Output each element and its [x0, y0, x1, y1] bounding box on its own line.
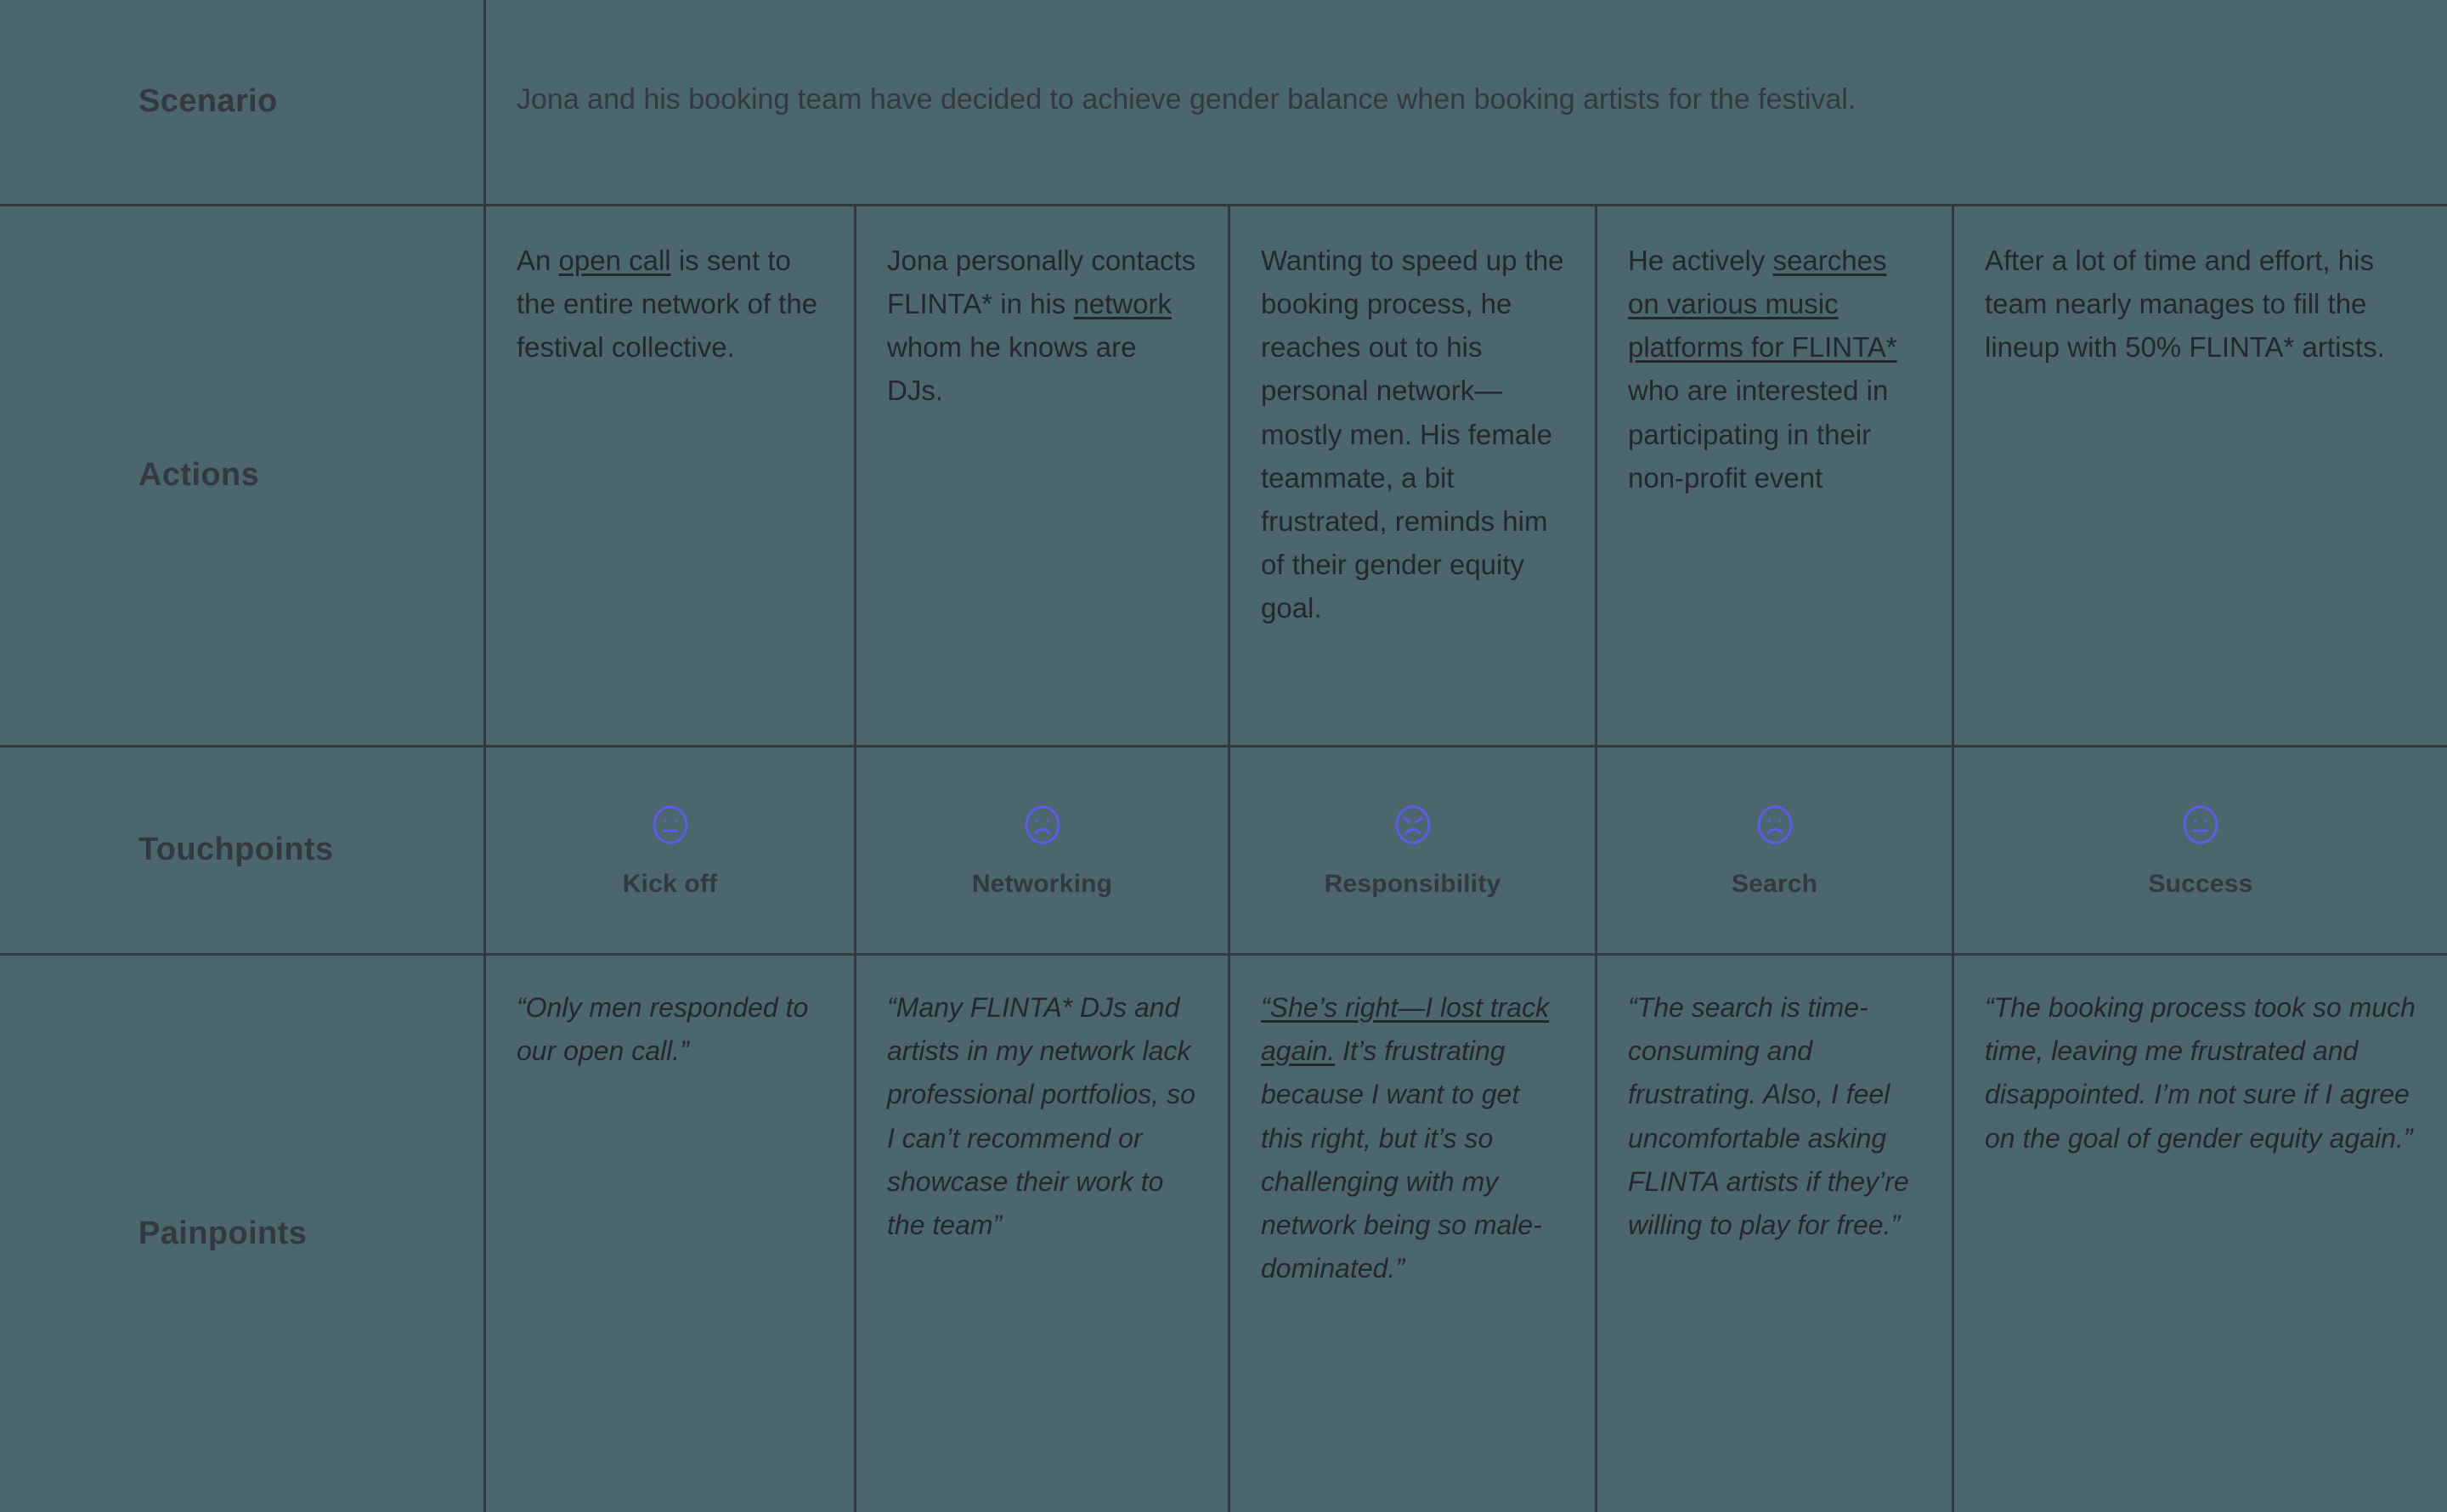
action-pre-5: After a lot of time and effort, his team… — [1985, 245, 2385, 364]
actions-label-text: Actions — [138, 457, 260, 494]
action-post-1: is sent to the entire network of the fes… — [517, 245, 818, 364]
painpoint-text-2: “Many FLINTA* DJs and artists in my netw… — [887, 986, 1199, 1247]
action-post-2: whom he knows are DJs. — [887, 331, 1137, 407]
touchpoints-cells: Kick off Networking Responsibi — [486, 748, 2447, 953]
scenario-cell: Jona and his booking team have decided t… — [486, 0, 2447, 204]
painpoint-text-5: “The booking process took so much time, … — [1985, 986, 2418, 1160]
action-text-3: Wanting to speed up the booking process,… — [1261, 239, 1566, 629]
painpoint-cell-1: “Only men responded to our open call.” — [486, 956, 856, 1512]
touchpoint-cell-3[interactable]: Responsibility — [1230, 748, 1597, 953]
scenario-row-label: Scenario — [0, 0, 486, 204]
actions-row: Actions An open call is sent to the enti… — [0, 206, 2447, 748]
painpoint-pre-4: “The search is time-consuming and frustr… — [1628, 992, 1909, 1240]
painpoint-post-3: It’s frustrating because I want to get t… — [1261, 1035, 1542, 1284]
painpoints-label-text: Painpoints — [138, 1215, 308, 1251]
touchpoint-cell-1[interactable]: Kick off — [486, 748, 856, 953]
action-text-4: He actively searches on various music pl… — [1628, 239, 1923, 499]
touchpoint-label-5: Success — [2148, 870, 2253, 898]
actions-row-label: Actions — [0, 206, 486, 745]
touchpoint-label-4: Search — [1731, 870, 1818, 898]
touchpoint-cell-5[interactable]: Success — [1954, 748, 2447, 953]
scenario-label-text: Scenario — [138, 83, 278, 120]
touchpoint-label-2: Networking — [971, 870, 1113, 898]
action-cell-2: Jona personally contacts FLINTA* in his … — [856, 206, 1230, 745]
action-pre-4: He actively — [1628, 245, 1773, 276]
actions-cells: An open call is sent to the entire netwo… — [486, 206, 2447, 745]
painpoint-pre-2: “Many FLINTA* DJs and artists in my netw… — [887, 992, 1195, 1240]
painpoints-cells: “Only men responded to our open call.” “… — [486, 956, 2447, 1512]
action-text-5: After a lot of time and effort, his team… — [1985, 239, 2418, 369]
painpoint-text-4: “The search is time-consuming and frustr… — [1628, 986, 1923, 1247]
action-post-4: who are interested in participating in t… — [1628, 375, 1889, 494]
painpoint-cell-2: “Many FLINTA* DJs and artists in my netw… — [856, 956, 1230, 1512]
action-pre-3: Wanting to speed up the booking process,… — [1261, 245, 1564, 624]
action-cell-1: An open call is sent to the entire netwo… — [486, 206, 856, 745]
action-cell-4: He actively searches on various music pl… — [1597, 206, 1954, 745]
action-cell-5: After a lot of time and effort, his team… — [1954, 206, 2447, 745]
painpoint-cell-3: “She’s right—I lost track again. It’s fr… — [1230, 956, 1597, 1512]
scenario-text: Jona and his booking team have decided t… — [517, 83, 1856, 116]
painpoint-pre-1: “Only men responded to our open call.” — [517, 992, 809, 1067]
painpoint-pre-5: “The booking process took so much time, … — [1985, 992, 2416, 1154]
scenario-row: Scenario Jona and his booking team have … — [0, 0, 2447, 206]
action-text-1: An open call is sent to the entire netwo… — [517, 239, 825, 369]
action-link-1[interactable]: open call — [558, 245, 671, 276]
painpoints-row-label: Painpoints — [0, 956, 486, 1512]
painpoint-text-3: “She’s right—I lost track again. It’s fr… — [1261, 986, 1566, 1290]
painpoint-cell-5: “The booking process took so much time, … — [1954, 956, 2447, 1512]
action-link-4[interactable]: searches on various music platforms for … — [1628, 245, 1897, 364]
neutral-face-icon — [2183, 805, 2218, 844]
touchpoint-cell-4[interactable]: Search — [1597, 748, 1954, 953]
touchpoint-cell-2[interactable]: Networking — [856, 748, 1230, 953]
action-pre-2: Jona personally contacts FLINTA* in his — [887, 245, 1196, 320]
painpoint-link-3[interactable]: “She’s right—I lost track again. — [1261, 992, 1550, 1067]
action-text-2: Jona personally contacts FLINTA* in his … — [887, 239, 1199, 413]
touchpoint-label-3: Responsibility — [1324, 870, 1501, 898]
painpoints-row: Painpoints “Only men responded to our op… — [0, 956, 2447, 1512]
painpoint-cell-4: “The search is time-consuming and frustr… — [1597, 956, 1954, 1512]
sad-face-icon — [1757, 805, 1792, 844]
action-link-2[interactable]: network — [1073, 288, 1173, 320]
touchpoints-label-text: Touchpoints — [138, 832, 334, 868]
neutral-face-icon — [653, 805, 687, 844]
painpoint-text-1: “Only men responded to our open call.” — [517, 986, 825, 1073]
action-pre-1: An — [517, 245, 559, 276]
action-cell-3: Wanting to speed up the booking process,… — [1230, 206, 1597, 745]
touchpoints-row-label: Touchpoints — [0, 748, 486, 953]
touchpoints-row: Touchpoints Kick off Networ — [0, 748, 2447, 956]
sad-face-icon — [1025, 805, 1060, 844]
touchpoint-label-1: Kick off — [622, 870, 718, 898]
angry-face-icon — [1395, 805, 1430, 844]
